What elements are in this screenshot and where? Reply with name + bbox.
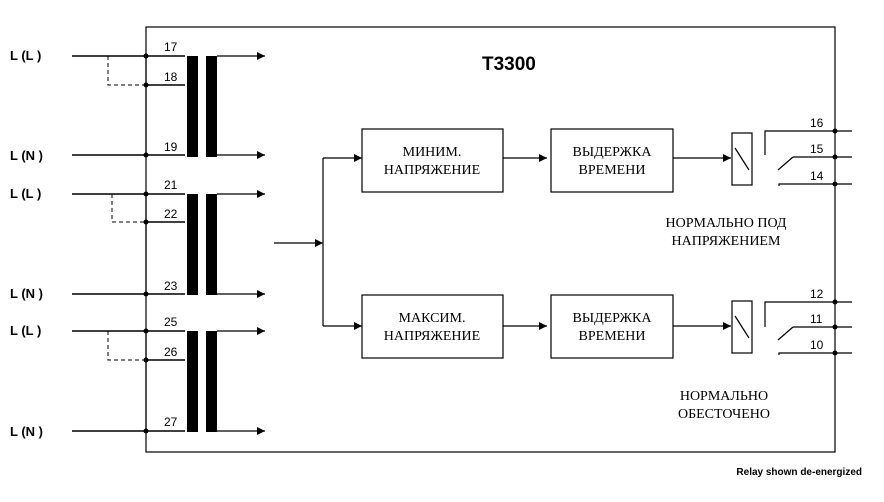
node-26	[143, 357, 149, 363]
terminal-14: 14	[810, 169, 824, 183]
relay-top-coil-diag	[734, 147, 750, 171]
jumper-26	[107, 331, 146, 361]
delay-top-box	[550, 128, 674, 193]
delay-bottom-box	[550, 294, 674, 359]
terminal-19: 19	[164, 140, 178, 154]
transformer-1: 17 18 19	[72, 40, 265, 159]
terminal-17: 17	[164, 40, 178, 54]
line-labels: L (L ) L (N ) L (L ) L (N ) L (L ) L (N …	[10, 48, 43, 439]
relay-top: 16 15 14	[731, 116, 852, 187]
transformer-2: 21 22 23	[72, 178, 265, 298]
terminal-16: 16	[810, 116, 824, 130]
min-voltage-line2: НАПРЯЖЕНИЕ	[384, 163, 480, 178]
relay-bottom-note-1: НОРМАЛЬНО	[680, 389, 768, 404]
terminal-21: 21	[164, 178, 178, 192]
delay-bottom-block: ВЫДЕРЖКА ВРЕМЕНИ	[550, 294, 674, 359]
core-right-1	[206, 56, 217, 157]
relay-top-note-2: НАПРЯЖЕНИЕМ	[672, 234, 781, 249]
line-label-n2: L (N )	[10, 286, 43, 301]
jumper-18	[107, 56, 146, 86]
relay-bottom-blade	[777, 326, 794, 341]
terminal-15: 15	[810, 142, 824, 156]
node-18	[143, 82, 149, 88]
line-label-l2: L (L )	[10, 186, 41, 201]
device-title: T3300	[482, 54, 536, 75]
core-left-2	[187, 194, 198, 295]
core-left-3	[187, 331, 198, 432]
min-voltage-block: МИНИМ. НАПРЯЖЕНИЕ	[361, 128, 504, 193]
delay-top-line1: ВЫДЕРЖКА	[573, 145, 653, 160]
relay-bottom-note-2: ОБЕСТОЧЕНО	[678, 407, 770, 422]
terminal-12: 12	[810, 287, 824, 301]
relay-top-nc-wire	[764, 130, 835, 155]
line-label-l1: L (L )	[10, 48, 41, 63]
terminal-23: 23	[164, 279, 178, 293]
relay-bottom-coil-diag	[734, 315, 750, 339]
signal-splitter	[274, 154, 362, 330]
terminal-22: 22	[164, 207, 178, 221]
relay-bottom: 12 11 10	[731, 287, 852, 356]
delay-bottom-line2: ВРЕМЕНИ	[579, 329, 646, 344]
line-label-l3: L (L )	[10, 323, 41, 338]
node-17	[143, 53, 149, 59]
transformer-3: 25 26 27	[72, 315, 265, 435]
node-23	[143, 291, 149, 297]
max-voltage-line1: МАКСИМ.	[399, 311, 466, 326]
delay-top-block: ВЫДЕРЖКА ВРЕМЕНИ	[550, 128, 674, 193]
terminal-11: 11	[810, 312, 823, 326]
delay-top-line2: ВРЕМЕНИ	[579, 163, 646, 178]
core-right-2	[206, 194, 217, 295]
core-left-1	[187, 56, 198, 157]
node-27	[143, 428, 149, 434]
terminal-27: 27	[164, 415, 178, 429]
node-21	[143, 191, 149, 197]
min-voltage-line1: МИНИМ.	[403, 145, 462, 160]
jumper-22	[111, 194, 146, 223]
relay-top-no-wire	[778, 183, 835, 186]
terminal-26: 26	[164, 345, 178, 359]
node-25	[143, 328, 149, 334]
node-19	[143, 152, 149, 158]
max-voltage-box	[361, 294, 504, 359]
min-voltage-box	[361, 128, 504, 193]
relay-top-note-1: НОРМАЛЬНО ПОД	[666, 216, 787, 231]
terminal-18: 18	[164, 70, 178, 84]
max-voltage-line2: НАПРЯЖЕНИЕ	[384, 329, 480, 344]
delay-bottom-line1: ВЫДЕРЖКА	[573, 311, 653, 326]
line-label-n1: L (N )	[10, 148, 43, 163]
core-right-3	[206, 331, 217, 432]
max-voltage-block: МАКСИМ. НАПРЯЖЕНИЕ	[361, 294, 504, 359]
node-22	[143, 219, 149, 225]
relay-top-blade	[777, 156, 794, 171]
terminal-25: 25	[164, 315, 178, 329]
relay-bottom-nc-wire	[764, 301, 835, 327]
footnote: Relay shown de-energized	[736, 467, 862, 478]
line-label-n3: L (N )	[10, 424, 43, 439]
terminal-10: 10	[810, 338, 824, 352]
relay-bottom-no-wire	[778, 352, 835, 355]
